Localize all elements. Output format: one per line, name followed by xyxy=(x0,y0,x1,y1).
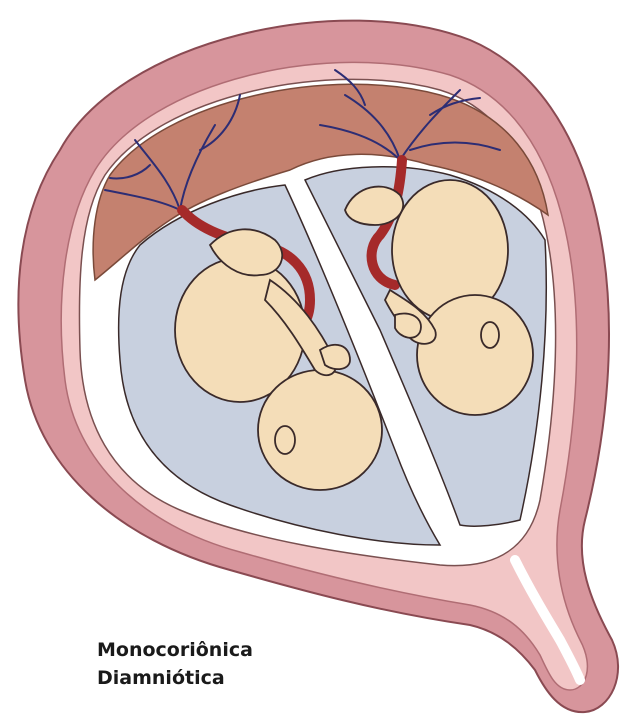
caption-line-2: Diamniótica xyxy=(97,664,253,692)
caption-line-1: Monocoriônica xyxy=(97,636,253,664)
diagram-caption: Monocoriônica Diamniótica xyxy=(97,636,253,692)
